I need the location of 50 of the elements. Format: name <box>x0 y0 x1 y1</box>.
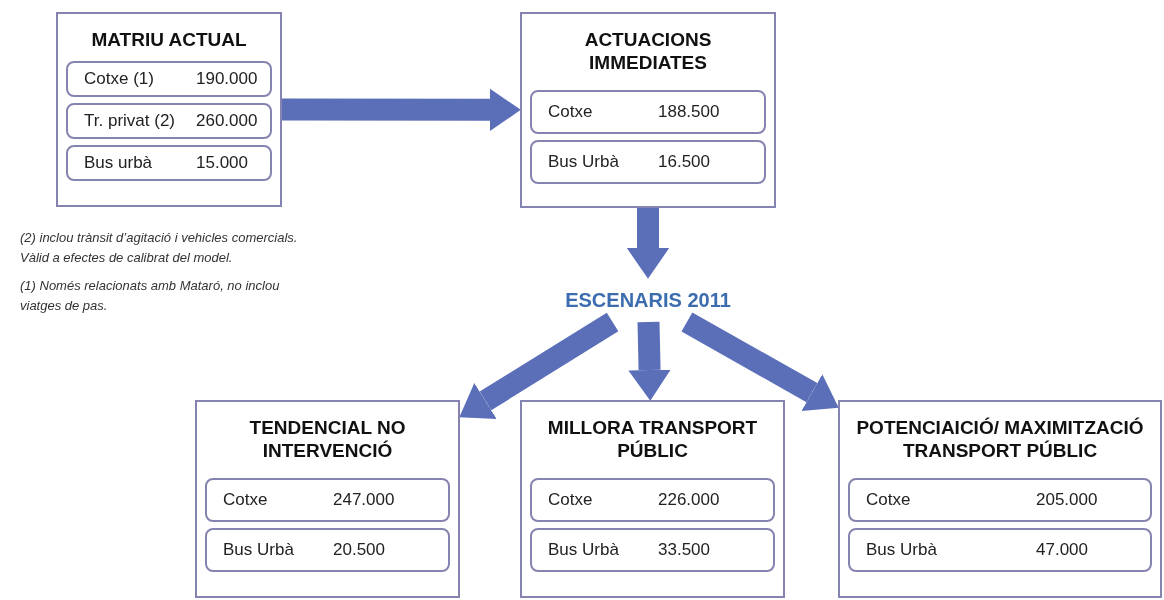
row-label: Bus Urbà <box>866 540 938 560</box>
row-label: Bus urbà <box>84 153 154 173</box>
row-value: 20.500 <box>333 540 386 560</box>
value-row <box>530 90 766 134</box>
footnote: (2) inclou trànsit d’agitació i vehicles comercials. Vàlid a efectes de calibrat del model. <box>20 229 299 267</box>
value-row <box>66 61 272 97</box>
value-row <box>530 478 775 522</box>
panel-title: MILLORA TRANSPORT PÚBLIC <box>546 416 759 463</box>
row-label: Bus Urbà <box>548 152 620 172</box>
row-value: 15.000 <box>196 153 249 173</box>
value-row <box>66 145 272 181</box>
panel-title: MATRIU ACTUAL <box>90 28 248 52</box>
block-arrow <box>282 88 521 131</box>
block-arrow <box>459 312 619 419</box>
value-row <box>848 528 1152 572</box>
panel-title: POTENCIAICIÓ/ MAXIMITZACIÓ TRANSPORT PÚBLIC <box>855 416 1145 463</box>
value-row <box>205 478 450 522</box>
row-value: 247.000 <box>333 490 396 510</box>
row-value: 47.000 <box>1036 540 1089 560</box>
value-row <box>530 140 766 184</box>
value-row <box>66 103 272 139</box>
table-panel <box>56 12 282 207</box>
table-panel <box>195 400 460 598</box>
value-row <box>848 478 1152 522</box>
row-value: 16.500 <box>658 152 711 172</box>
row-label: Cotxe (1) <box>84 69 155 89</box>
row-label: Cotxe <box>548 102 594 122</box>
row-label: Cotxe <box>223 490 269 510</box>
row-label: Bus Urbà <box>223 540 295 560</box>
row-value: 190.000 <box>196 69 258 89</box>
row-value: 260.000 <box>196 111 258 131</box>
block-arrow <box>681 312 839 412</box>
footnote: (1) Només relacionats amb Mataró, no inclou viatges de pas. <box>20 277 281 315</box>
block-arrow <box>626 208 670 279</box>
row-value: 226.000 <box>658 490 721 510</box>
row-label: Bus Urbà <box>548 540 620 560</box>
row-value: 205.000 <box>1036 490 1099 510</box>
heading-text: ESCENARIS 2011 <box>555 278 741 322</box>
row-value: 33.500 <box>658 540 711 560</box>
table-panel <box>838 400 1162 598</box>
row-label: Cotxe <box>548 490 594 510</box>
panel-title: TENDENCIAL NO INTERVENCIÓ <box>248 416 407 463</box>
row-label: Cotxe <box>866 490 912 510</box>
row-value: 188.500 <box>658 102 721 122</box>
table-panel <box>520 400 785 598</box>
panel-title: ACTUACIONS IMMEDIATES <box>583 28 713 75</box>
table-panel <box>520 12 776 208</box>
value-row <box>205 528 450 572</box>
row-label: Tr. privat (2) <box>84 111 176 131</box>
value-row <box>530 528 775 572</box>
